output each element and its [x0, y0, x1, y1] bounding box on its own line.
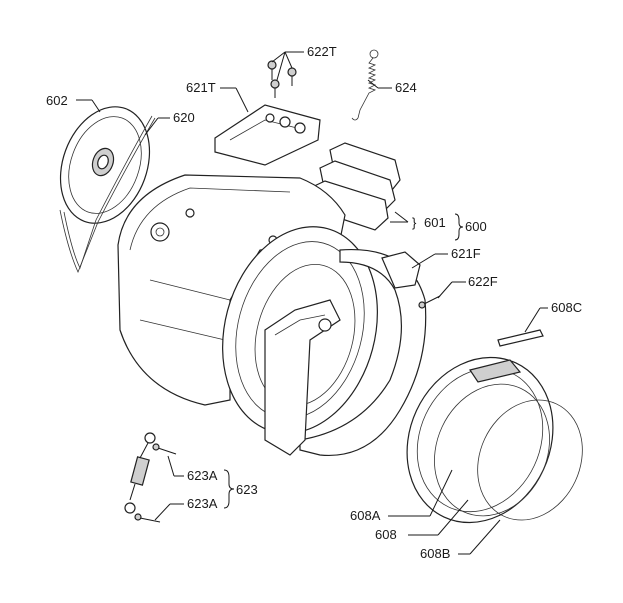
- spring-624: [351, 49, 379, 121]
- label-608: 608: [375, 527, 397, 542]
- leader-lines: [76, 51, 548, 555]
- brace-601: }: [412, 215, 417, 230]
- tub-assembly: [117, 174, 427, 457]
- clamp-608C: [497, 329, 544, 347]
- screws-622T: [267, 60, 297, 98]
- label-623A-bottom: 623A: [187, 496, 218, 511]
- label-622F: 622F: [468, 274, 498, 289]
- shock-absorber-623: [124, 432, 177, 523]
- label-608B: 608B: [420, 546, 450, 561]
- bracket-621T: [214, 104, 321, 166]
- label-624: 624: [395, 80, 417, 95]
- label-608A: 608A: [350, 508, 381, 523]
- label-622T: 622T: [307, 44, 337, 59]
- label-621F: 621F: [451, 246, 481, 261]
- screw-622F: [418, 295, 441, 309]
- label-623: 623: [236, 482, 258, 497]
- label-621T: 621T: [186, 80, 216, 95]
- counterweights-601: [309, 142, 401, 231]
- label-601: 601: [424, 215, 446, 230]
- belt-620: [59, 115, 156, 274]
- label-602: 602: [46, 93, 68, 108]
- part-labels: 602 620 621T 622T 624 } 601 600 621F 622…: [46, 44, 582, 561]
- door-seal-608: [406, 356, 583, 524]
- label-620: 620: [173, 110, 195, 125]
- label-600: 600: [465, 219, 487, 234]
- label-623A-top: 623A: [187, 468, 218, 483]
- pulley-602: [59, 106, 151, 224]
- label-608C: 608C: [551, 300, 582, 315]
